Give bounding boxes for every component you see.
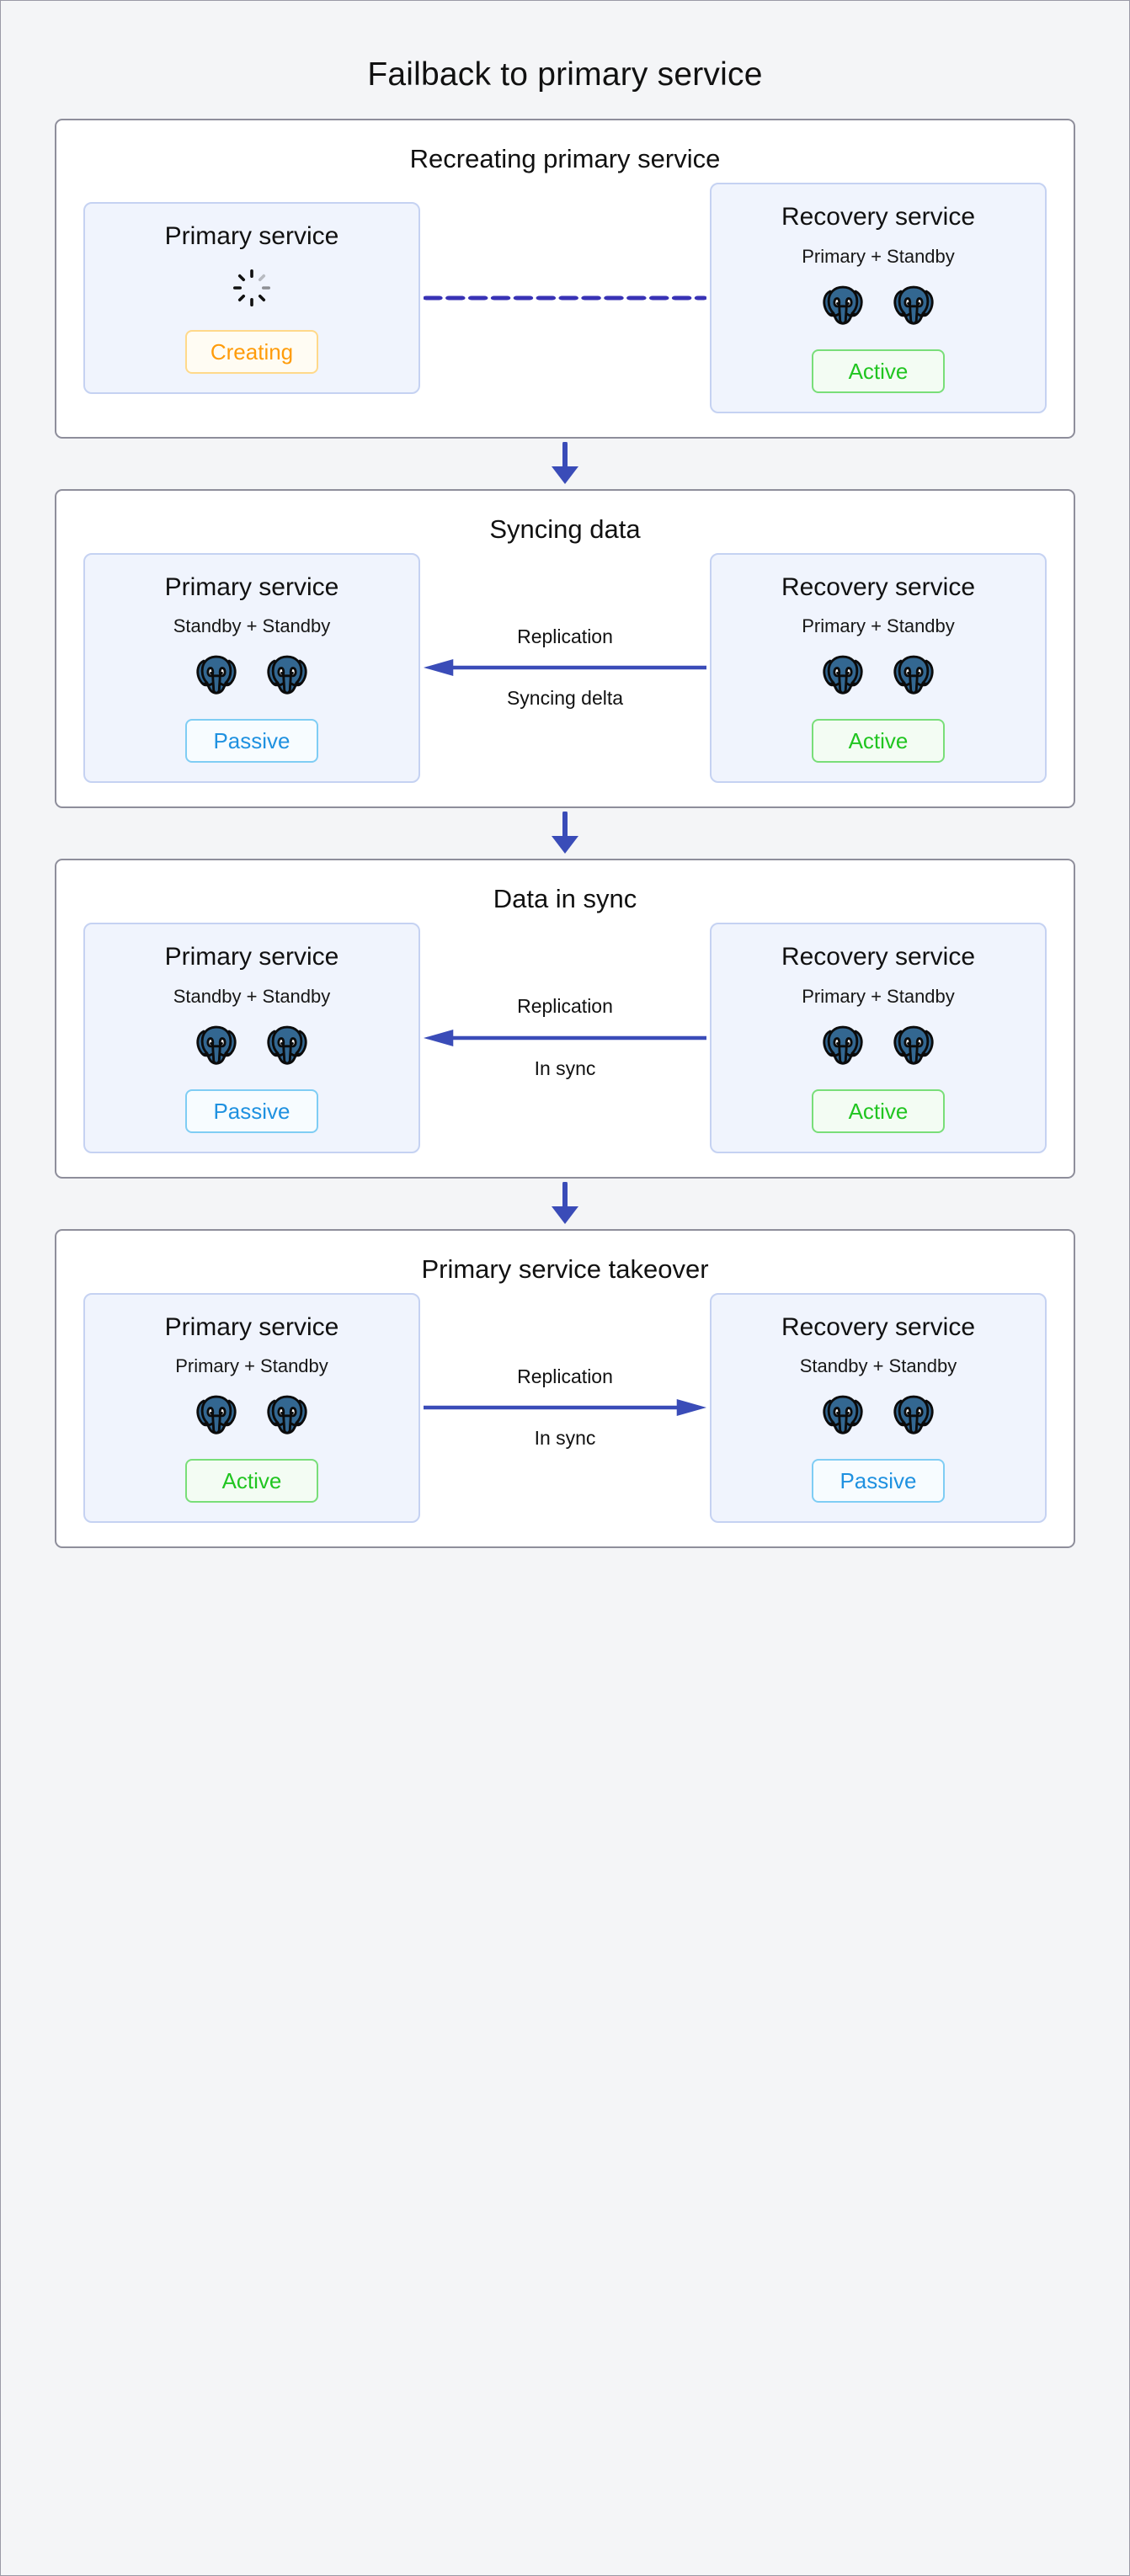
connector-label-top: Replication [517,1365,613,1387]
postgres-elephant-icon [891,283,936,333]
stage-body: Primary service Standby + Standby [83,552,1047,807]
loading-spinner-icon [231,264,273,311]
stage-body: Primary service Primary + Standby [83,1292,1047,1547]
dashed-connector-line [424,295,706,301]
replication-arrow-right-icon [424,1399,706,1417]
postgres-elephant-icon [891,1392,936,1442]
connector: Replication In sync [420,1365,710,1450]
stage-title: Data in sync [493,884,637,913]
service-topology: Primary + Standby [802,615,955,636]
service-card-left[interactable]: Primary service Primary + Standby [83,1292,420,1523]
stage-title: Syncing data [489,514,641,544]
service-topology: Standby + Standby [173,615,331,636]
connector: Replication Syncing delta [420,625,710,711]
flow-arrow [55,1179,1075,1229]
status-badge: Creating [185,330,318,374]
service-topology: Standby + Standby [799,1355,957,1376]
stage-body: Primary service Standby + Standby [83,923,1047,1177]
status-badge: Active [812,719,945,763]
status-badge: Passive [812,1459,945,1503]
status-badge: Active [812,1088,945,1133]
connector-label-top: Replication [517,625,613,647]
service-card-left[interactable]: Primary service Standby + Standby [83,552,420,783]
replication-arrow-left-icon [424,1029,706,1046]
service-nodes [194,652,310,702]
postgres-elephant-icon [194,1392,239,1442]
connector-label-top: Replication [517,995,613,1018]
flow-arrow [55,808,1075,859]
service-card-right[interactable]: Recovery service Primary + Standby [710,923,1047,1153]
stage-syncing-data: Syncing data Primary service Standby + S… [55,488,1075,808]
service-name: Primary service [164,943,339,971]
postgres-elephant-icon [820,283,866,333]
service-name: Primary service [164,1312,339,1341]
service-nodes [194,1392,310,1442]
service-nodes [820,1392,936,1442]
status-badge: Active [185,1459,318,1503]
stage-body: Primary service Creating Recovery servic… [83,183,1047,437]
service-topology: Primary + Standby [802,245,955,267]
service-name: Recovery service [781,203,976,231]
service-nodes [820,1023,936,1072]
status-badge: Passive [185,1088,318,1133]
stage-primary-service-takeover: Primary service takeover Primary service… [55,1228,1075,1548]
connector-label-bottom: Syncing delta [506,687,624,710]
service-name: Primary service [164,221,339,250]
postgres-elephant-icon [891,652,936,702]
service-nodes [194,1023,310,1072]
connector-label-bottom: In sync [534,1056,596,1079]
postgres-elephant-icon [194,652,239,702]
connector-label-bottom: In sync [534,1427,596,1450]
service-topology: Primary + Standby [175,1355,328,1376]
postgres-elephant-icon [820,652,866,702]
service-card-left[interactable]: Primary service Creating [83,201,420,394]
service-topology: Standby + Standby [173,985,331,1007]
stage-title: Recreating primary service [409,144,721,173]
connector: Replication In sync [420,995,710,1080]
status-badge: Active [812,349,945,393]
arrow-down-icon [552,1181,578,1224]
service-nodes [820,283,936,333]
postgres-elephant-icon [264,1023,310,1072]
connector [420,287,710,309]
postgres-elephant-icon [820,1392,866,1442]
status-badge: Passive [185,719,318,763]
stage-title: Primary service takeover [421,1253,709,1284]
replication-arrow-left-icon [424,659,706,677]
service-nodes [820,652,936,702]
stage-data-in-sync: Data in sync Primary service Standby + S… [55,859,1075,1179]
service-name: Recovery service [781,943,976,971]
service-name: Recovery service [781,572,976,601]
service-card-right[interactable]: Recovery service Primary + Standby [710,552,1047,783]
postgres-elephant-icon [820,1023,866,1072]
flow-arrow [55,439,1075,489]
stage-list: Recreating primary service Primary servi… [55,119,1075,1548]
service-topology: Primary + Standby [802,985,955,1007]
stage-recreating-primary-service: Recreating primary service Primary servi… [55,119,1075,439]
arrow-down-icon [552,812,578,854]
postgres-elephant-icon [264,1392,310,1442]
service-name: Recovery service [781,1312,976,1341]
arrow-down-icon [552,441,578,484]
service-name: Primary service [164,572,339,601]
postgres-elephant-icon [891,1023,936,1072]
postgres-elephant-icon [194,1023,239,1072]
service-card-left[interactable]: Primary service Standby + Standby [83,923,420,1153]
page-title: Failback to primary service [367,56,763,93]
postgres-elephant-icon [264,652,310,702]
service-card-right[interactable]: Recovery service Standby + Standby [710,1292,1047,1523]
service-card-right[interactable]: Recovery service Primary + Standby [710,183,1047,413]
